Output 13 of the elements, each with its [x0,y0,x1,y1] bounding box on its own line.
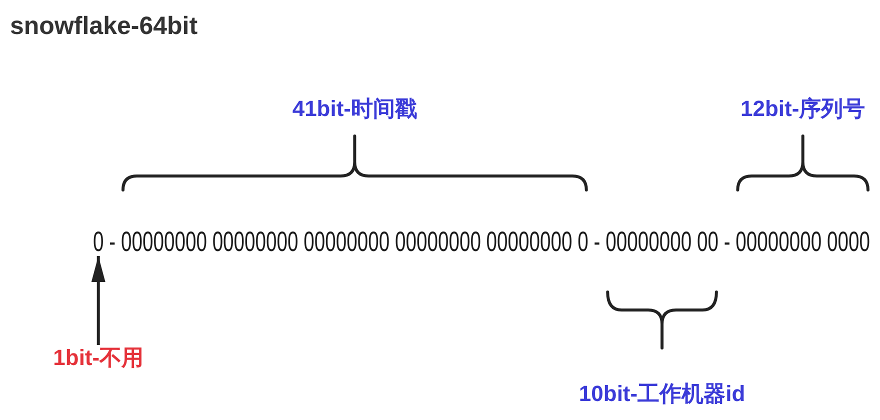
field-label: 41bit-时间戳 [292,96,418,122]
separator-dash: - [109,228,116,256]
field-label: 12bit-序列号 [740,96,866,122]
bit-sequence: 00000000 00 [606,228,718,256]
bit-sequence: 00000000 0000 [736,228,870,256]
separator-dash: - [594,228,600,256]
diagram-title: snowflake-64bit [10,12,198,41]
bit-sequence: 00000000 00000000 00000000 00000000 00000000 0 [121,228,588,256]
arrow [91,256,106,345]
sign-bit: 0 [93,228,104,256]
field-label: 10bit-工作机器id [578,381,746,406]
annotation-label: 1bit-不用 [53,345,144,370]
separator-dash: - [724,228,730,256]
